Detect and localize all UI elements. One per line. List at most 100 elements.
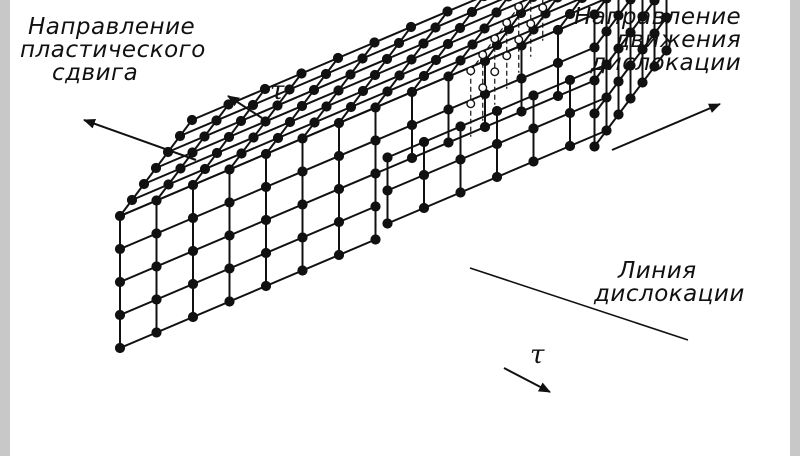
lattice-atom xyxy=(590,142,599,151)
lattice-atom xyxy=(261,149,270,158)
lattice-atom xyxy=(431,55,440,64)
lattice-atom xyxy=(383,87,392,96)
label-line: движения xyxy=(592,29,741,52)
lattice-atom xyxy=(371,235,380,244)
lattice-atom xyxy=(152,229,161,238)
lattice-atom xyxy=(565,141,574,150)
lattice-atom xyxy=(371,169,380,178)
lattice-atom xyxy=(346,70,355,79)
lattice-atom xyxy=(382,54,391,63)
lattice-atom xyxy=(638,78,647,87)
lattice-atom xyxy=(224,100,233,109)
lattice-atom xyxy=(529,91,538,100)
lattice-atom xyxy=(467,7,476,16)
lattice-atom xyxy=(261,248,270,257)
displaced-atom xyxy=(503,19,511,27)
lattice-atom xyxy=(517,107,526,116)
lattice-atom xyxy=(212,148,221,157)
lattice-atom xyxy=(298,233,307,242)
lattice-atom xyxy=(383,153,392,162)
lattice-atom xyxy=(602,93,611,102)
lattice-atom xyxy=(614,77,623,86)
lattice-atom xyxy=(626,94,635,103)
lattice-atom xyxy=(261,215,270,224)
lattice-atom xyxy=(517,74,526,83)
lattice-atom xyxy=(455,23,464,32)
lattice-atom xyxy=(334,118,343,127)
lattice-atom xyxy=(261,117,270,126)
lattice-atom xyxy=(297,69,306,78)
lattice-atom xyxy=(285,117,294,126)
lattice-atom xyxy=(310,118,319,127)
lattice-atom xyxy=(225,198,234,207)
lattice-atom xyxy=(115,310,124,319)
lattice-atom xyxy=(553,25,562,34)
lattice-atom xyxy=(492,8,501,17)
lattice-atom xyxy=(225,297,234,306)
displaced-atom xyxy=(467,67,475,75)
lattice-atom xyxy=(334,86,343,95)
lattice-atom xyxy=(553,58,562,67)
dislocation-line-label: Линия дислокации xyxy=(594,260,745,306)
lattice-atom xyxy=(565,108,574,117)
lattice-atom xyxy=(224,132,233,141)
lattice-atom xyxy=(480,122,489,131)
lattice-atom xyxy=(419,39,428,48)
lattice-atom xyxy=(188,279,197,288)
lattice-atom xyxy=(529,157,538,166)
lattice-atom xyxy=(370,70,379,79)
lattice-atom xyxy=(248,100,257,109)
plastic-shear-direction-label: Направление пластического сдвига xyxy=(28,16,206,85)
label-line: Направление xyxy=(28,16,206,39)
lattice-atom xyxy=(492,139,501,148)
lattice-atom xyxy=(407,153,416,162)
shear-stress-symbol: τ xyxy=(530,340,544,370)
lattice-atom xyxy=(273,133,282,142)
lattice-atom xyxy=(297,101,306,110)
lattice-atom xyxy=(334,250,343,259)
lattice-atom xyxy=(152,262,161,271)
lattice-atom xyxy=(407,120,416,129)
lattice-atom xyxy=(590,76,599,85)
lattice-atom xyxy=(443,39,452,48)
lattice-atom xyxy=(383,186,392,195)
stress-arrow-icon xyxy=(504,368,550,392)
lattice-atom xyxy=(152,196,161,205)
lattice-atom xyxy=(394,38,403,47)
displaced-atom xyxy=(479,84,487,92)
lattice-atom xyxy=(187,115,196,124)
displaced-atom xyxy=(515,36,523,44)
lattice-atom xyxy=(334,217,343,226)
lattice-atom xyxy=(444,72,453,81)
lattice-atom xyxy=(261,182,270,191)
lattice-atom xyxy=(346,102,355,111)
lattice-atom xyxy=(590,109,599,118)
lattice-atom xyxy=(115,244,124,253)
label-line: дислокации xyxy=(594,283,745,306)
lattice-atom xyxy=(456,56,465,65)
lattice-atom xyxy=(456,155,465,164)
dislocation-motion-direction-label: Направление движения дислокации xyxy=(574,6,741,75)
lattice-atom xyxy=(285,85,294,94)
lattice-atom xyxy=(370,38,379,47)
lattice-atom xyxy=(188,148,197,157)
lattice-atom xyxy=(260,84,269,93)
lattice-atom xyxy=(419,137,428,146)
lattice-atom xyxy=(164,180,173,189)
lattice-atom xyxy=(371,202,380,211)
lattice-atom xyxy=(492,106,501,115)
lattice-atom xyxy=(444,105,453,114)
lattice-atom xyxy=(321,69,330,78)
lattice-atom xyxy=(444,138,453,147)
label-line: Направление xyxy=(574,6,741,29)
lattice-atom xyxy=(298,167,307,176)
lattice-atom xyxy=(406,22,415,31)
shear-stress-symbol: τ xyxy=(270,76,284,106)
displaced-atom xyxy=(503,52,511,60)
lattice-atom xyxy=(529,124,538,133)
motion-arrow-icon xyxy=(612,104,720,150)
lattice-atom xyxy=(236,116,245,125)
lattice-atom xyxy=(614,110,623,119)
lattice-atom xyxy=(358,86,367,95)
lattice-atom xyxy=(175,131,184,140)
